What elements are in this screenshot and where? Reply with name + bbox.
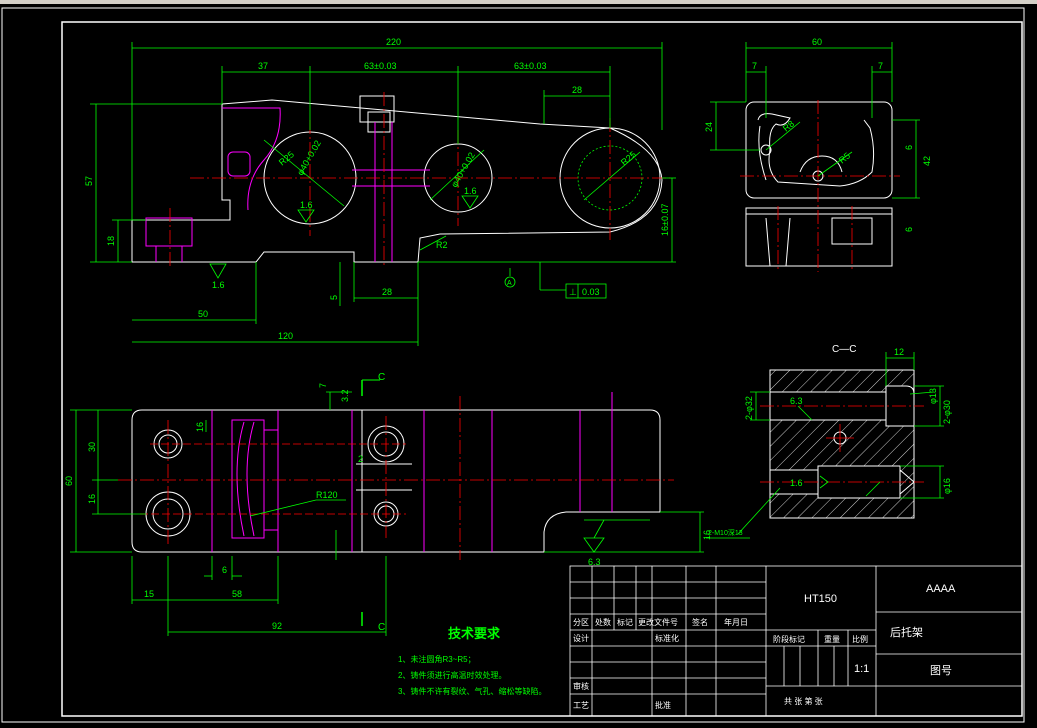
dim-hole-mid: φ40+0.02 bbox=[449, 151, 477, 189]
dim-r8: R8 bbox=[781, 118, 796, 133]
tb-approve: 批准 bbox=[655, 700, 671, 710]
roughness-3: 1.6 bbox=[464, 186, 477, 196]
dim-30: 30 bbox=[87, 442, 97, 452]
dim-r25-b: R25 bbox=[619, 149, 638, 167]
dim-2-top: 2 bbox=[358, 454, 363, 464]
dim-28-bottom: 28 bbox=[382, 287, 392, 297]
tb-scale: 1:1 bbox=[854, 663, 869, 675]
dim-120: 120 bbox=[278, 331, 293, 341]
dim-58: 58 bbox=[232, 589, 242, 599]
dim-6-3-section: 6.3 bbox=[790, 396, 803, 406]
title-block: 分区 处数 标记 更改文件号 签名 年月日 设计 标准化 审核 工艺 批准 HT… bbox=[569, 565, 1023, 717]
tb-part-name: 后托架 bbox=[890, 625, 923, 639]
dim-13-section: φ13 bbox=[928, 388, 938, 404]
datum-a: A bbox=[507, 280, 512, 287]
side-view-outline bbox=[745, 101, 893, 199]
dim-16-top: 16 bbox=[87, 494, 97, 504]
section-view: C—C 12 6.3 φ13 2-φ30 2-φ32 φ16 1.6 2-M10… bbox=[706, 344, 952, 539]
dim-7-left: 7 bbox=[752, 61, 757, 71]
gtol-symbol: ⊥ bbox=[569, 287, 577, 297]
dim-16-tol: 16±0.07 bbox=[660, 204, 670, 236]
tb-row-label-5: 签名 bbox=[692, 617, 708, 627]
dim-6-top: 6 bbox=[222, 565, 227, 575]
notes-line-3: 3、铸件不许有裂纹、气孔、缩松等缺陷。 bbox=[398, 686, 546, 696]
dim-42: 42 bbox=[922, 156, 932, 166]
dim-24: 24 bbox=[704, 122, 714, 132]
dim-6-side-b: 6 bbox=[904, 227, 914, 232]
dim-6-side: 6 bbox=[904, 145, 914, 150]
top-view: C C bbox=[64, 372, 712, 636]
section-mark-top: C bbox=[378, 372, 385, 383]
dim-63-a: 63±0.03 bbox=[364, 61, 396, 71]
gtol-value: 0.03 bbox=[582, 287, 600, 297]
notes-line-1: 1、未注圆角R3~R5； bbox=[398, 654, 476, 664]
notes-title: 技术要求 bbox=[448, 626, 501, 641]
tb-review: 审核 bbox=[573, 681, 589, 691]
section-mark-bottom: C bbox=[378, 622, 385, 633]
dim-r25: R25 bbox=[277, 149, 296, 167]
inner-frame bbox=[61, 21, 1023, 717]
dim-28: 28 bbox=[572, 85, 582, 95]
window-top-strip bbox=[0, 0, 1037, 4]
tb-drawing-no: 图号 bbox=[930, 664, 952, 677]
front-view: 220 37 63±0.03 63±0.03 28 57 18 50 120 2… bbox=[84, 37, 676, 346]
tb-weight: 重量 bbox=[824, 634, 840, 644]
dim-60-top: 60 bbox=[64, 476, 74, 486]
dim-3-2-top: 3.2 bbox=[340, 389, 350, 402]
dim-60: 60 bbox=[812, 37, 822, 47]
tb-row-label-6: 年月日 bbox=[724, 617, 748, 627]
dim-50: 50 bbox=[198, 309, 208, 319]
dim-2-30-section: 2-φ30 bbox=[942, 400, 952, 424]
tb-scale-label: 比例 bbox=[852, 634, 868, 644]
tb-stage: 阶段标记 bbox=[773, 634, 805, 644]
roughness-2: 1.6 bbox=[300, 200, 313, 210]
dim-2-32-section: 2-φ32 bbox=[744, 396, 754, 420]
dim-16-top-c: 16 bbox=[702, 530, 712, 540]
outer-frame bbox=[1, 7, 1025, 723]
tb-material: HT150 bbox=[804, 593, 837, 605]
tb-sheets: 共 张 第 张 bbox=[784, 696, 823, 706]
roughness-top: 6.3 bbox=[588, 557, 601, 567]
roughness-section: 1.6 bbox=[790, 478, 803, 488]
dim-r2: R2 bbox=[436, 240, 448, 250]
tb-row-label-4: 更改文件号 bbox=[638, 617, 678, 627]
dim-r5: R5 bbox=[837, 150, 852, 165]
dim-5: 5 bbox=[329, 295, 339, 300]
dim-7-right: 7 bbox=[878, 61, 883, 71]
dim-92: 92 bbox=[272, 621, 282, 631]
side-view: 60 7 7 24 R8 R5 6 42 6 bbox=[704, 37, 932, 272]
tb-row-label-1: 分区 bbox=[573, 618, 589, 627]
section-title: C—C bbox=[832, 344, 856, 355]
dim-overall-220: 220 bbox=[386, 37, 401, 47]
tb-row-label-2: 处数 bbox=[595, 617, 611, 627]
dim-18: 18 bbox=[106, 236, 116, 246]
dim-7-top: 7 bbox=[318, 383, 328, 388]
tb-company: AAAA bbox=[926, 583, 956, 595]
dim-height-57: 57 bbox=[84, 176, 94, 186]
drawing-sheet: 220 37 63±0.03 63±0.03 28 57 18 50 120 2… bbox=[1, 7, 1025, 723]
tb-standard: 标准化 bbox=[655, 633, 679, 643]
dim-16-top-b: 16 bbox=[195, 422, 205, 432]
notes-line-2: 2、铸件须进行高温时效处理。 bbox=[398, 670, 506, 680]
dim-12-section: 12 bbox=[894, 347, 904, 357]
roughness-1: 1.6 bbox=[212, 280, 225, 290]
dim-63-b: 63±0.03 bbox=[514, 61, 546, 71]
top-view-outline bbox=[131, 409, 661, 553]
dim-16-section: φ16 bbox=[942, 478, 952, 494]
dim-37: 37 bbox=[258, 61, 268, 71]
tb-row-label-3: 标记 bbox=[617, 617, 633, 627]
tb-process: 工艺 bbox=[573, 701, 589, 710]
dim-hole-left: φ40+0.02 bbox=[295, 139, 323, 177]
section-thread-note: 2-M10深13 bbox=[708, 528, 743, 537]
tb-design: 设计 bbox=[573, 633, 589, 643]
technical-notes: 技术要求 1、未注圆角R3~R5； 2、铸件须进行高温时效处理。 3、铸件不许有… bbox=[398, 626, 546, 696]
dim-r120: R120 bbox=[316, 490, 338, 500]
front-view-outline bbox=[131, 99, 663, 263]
dim-15: 15 bbox=[144, 589, 154, 599]
